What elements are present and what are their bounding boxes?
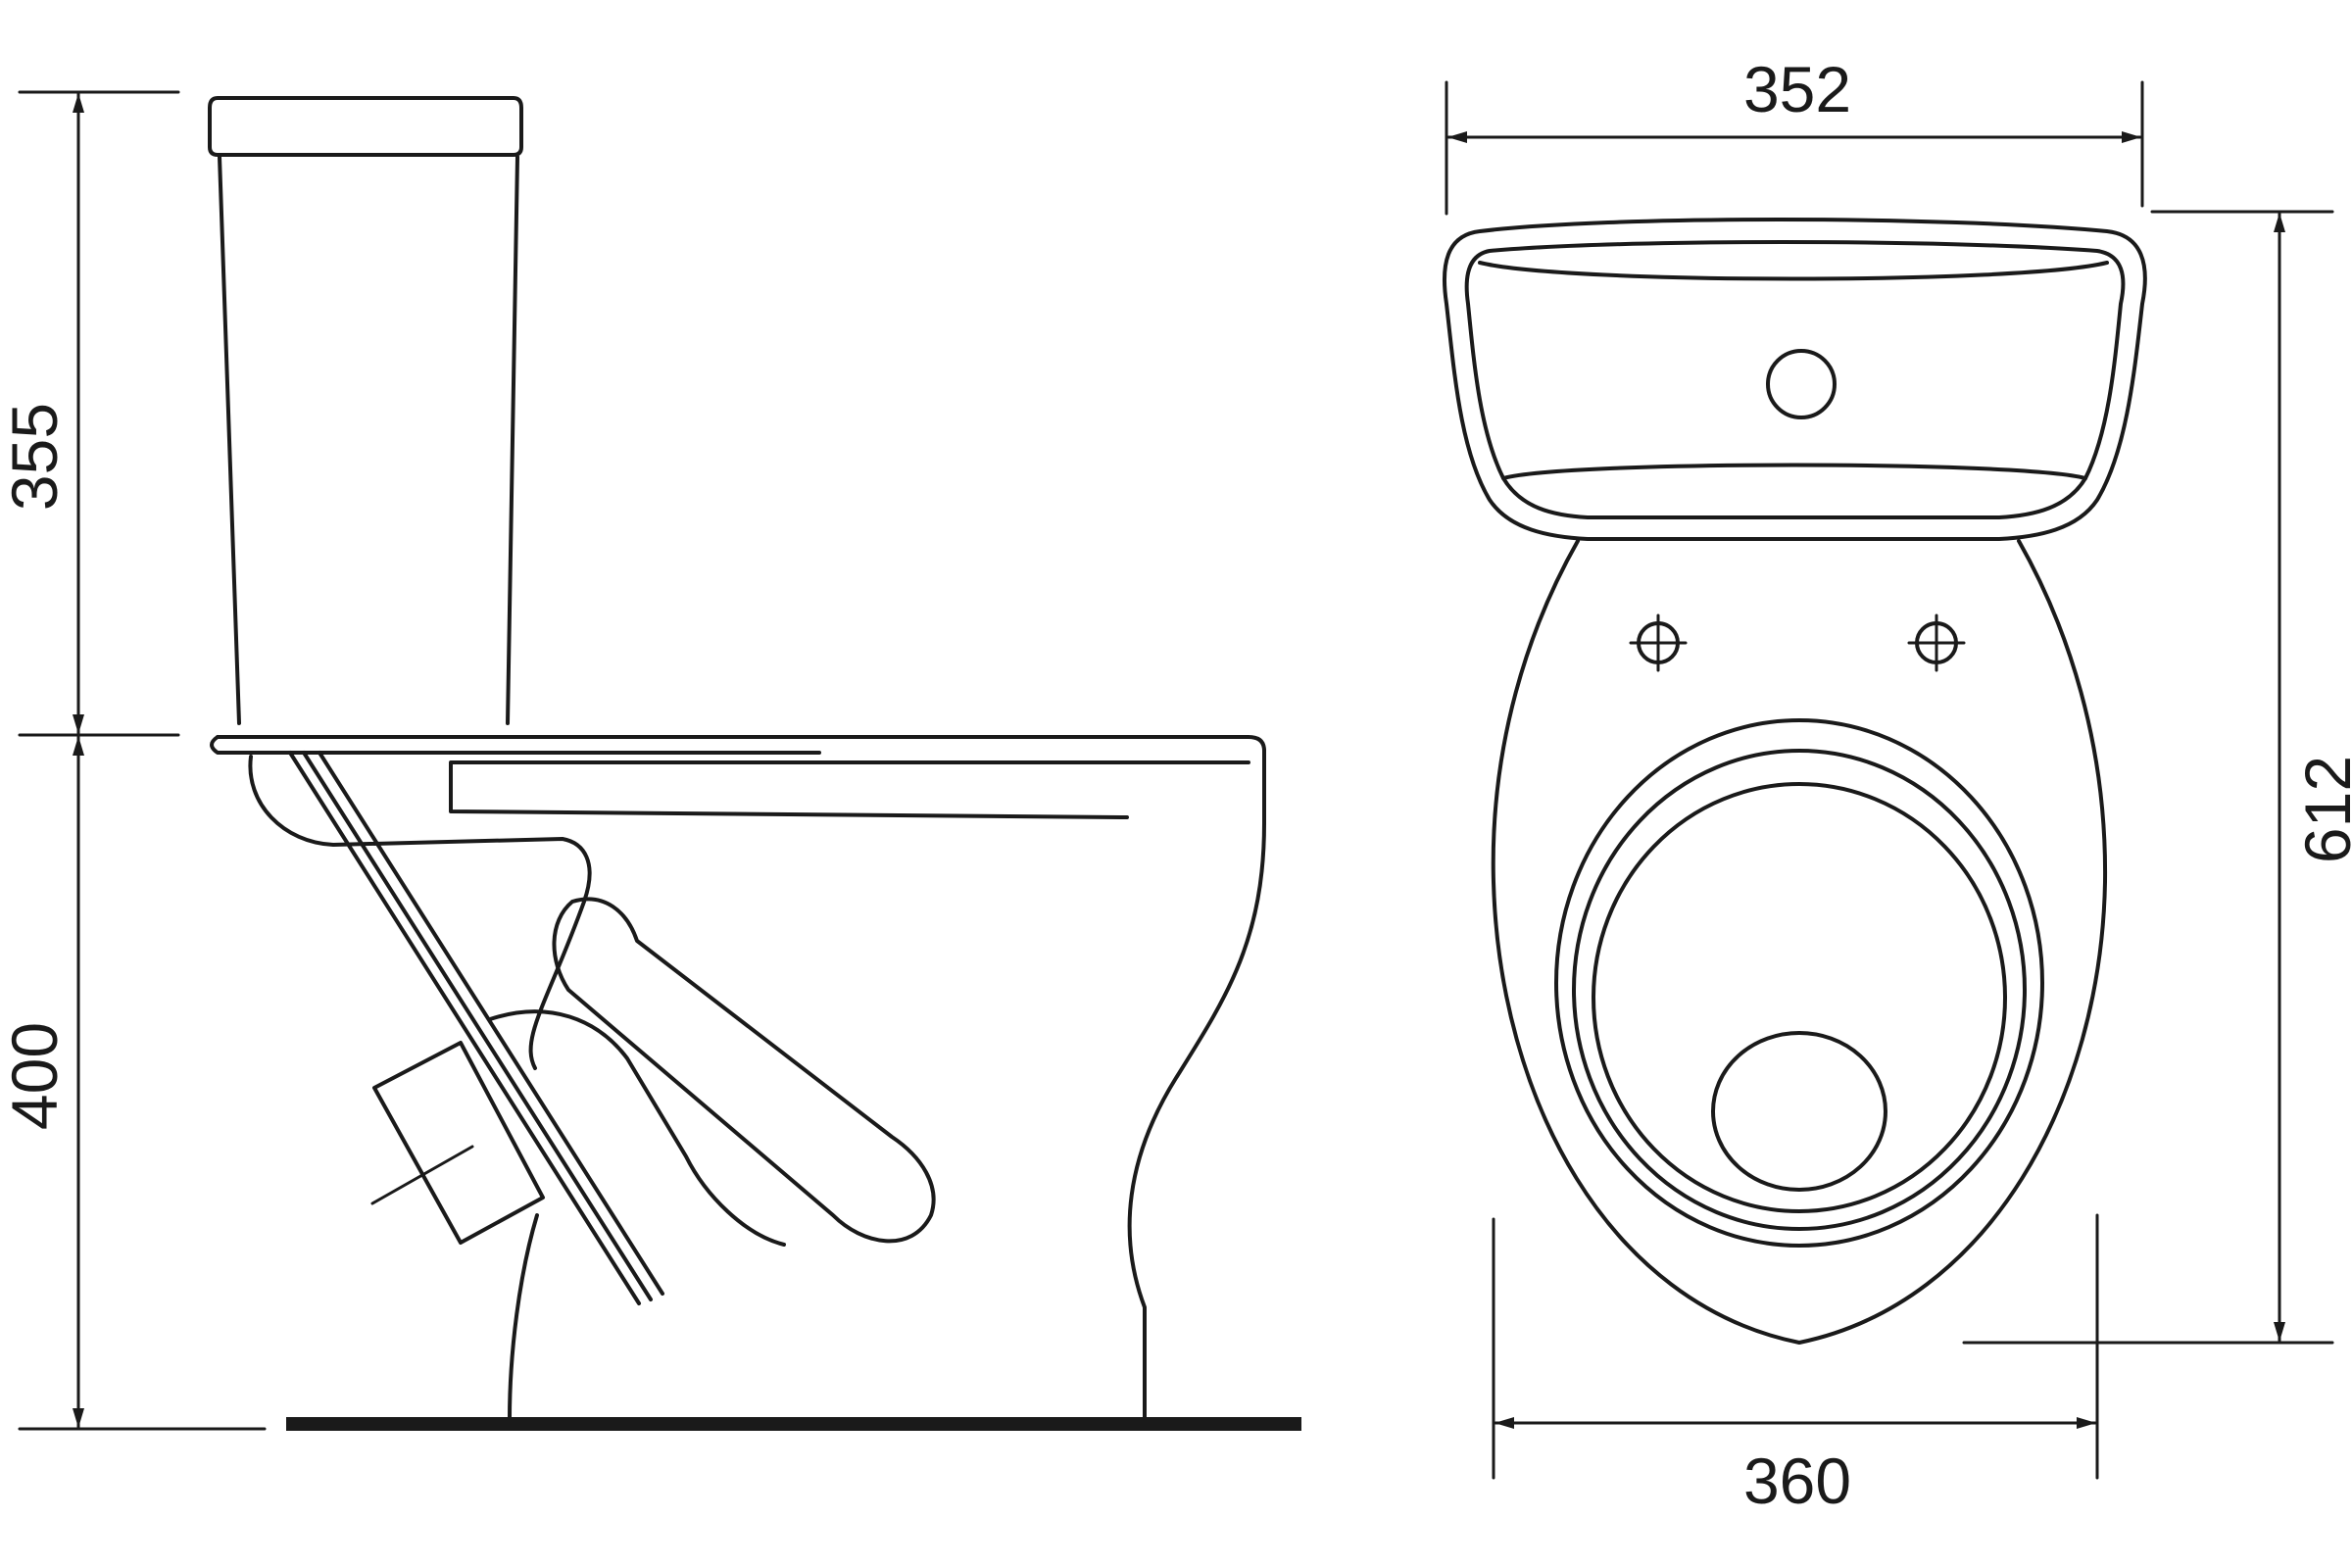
label-bowl-width: 360 [1743, 1445, 1851, 1517]
bowl-rim-inner [1572, 749, 2027, 1231]
top-view [1443, 218, 2147, 1345]
seat-plate [210, 735, 1266, 755]
side-view [208, 96, 1301, 1431]
bowl-opening [1592, 782, 2007, 1213]
outlet-axis [370, 1145, 474, 1205]
seat-bolt-right [1907, 613, 1966, 672]
flush-pipe [288, 751, 664, 1305]
side-dimensions [18, 90, 267, 1431]
label-total-length: 612 [2291, 756, 2352, 863]
trapway [552, 897, 936, 1244]
tank-lid [208, 96, 523, 157]
tank-inner-front [1501, 463, 2087, 480]
label-tank-height: 355 [0, 403, 71, 511]
tank-inner-back [1478, 261, 2109, 281]
label-bowl-height: 400 [0, 1022, 71, 1130]
drain-hole [1711, 1031, 1887, 1192]
top-dimensions [1445, 80, 2334, 1480]
tank-top-outer [1443, 218, 2147, 541]
tank-body [218, 155, 519, 725]
bowl-rim-line [449, 760, 1250, 819]
flush-button [1766, 349, 1837, 419]
outlet-box [372, 1041, 545, 1245]
bowl-rim-outer [1554, 718, 2044, 1248]
tank-top-inner [1464, 240, 2126, 519]
bowl-back-contour [248, 755, 592, 1070]
label-tank-width: 352 [1743, 53, 1851, 125]
pedestal-back [508, 1213, 539, 1421]
bowl-inner-curve [488, 1009, 786, 1247]
bowl-top-outer [1491, 539, 2108, 1345]
bowl-front-contour [1127, 749, 1266, 1421]
seat-bolt-left [1629, 613, 1688, 672]
floor-line [286, 1417, 1301, 1431]
